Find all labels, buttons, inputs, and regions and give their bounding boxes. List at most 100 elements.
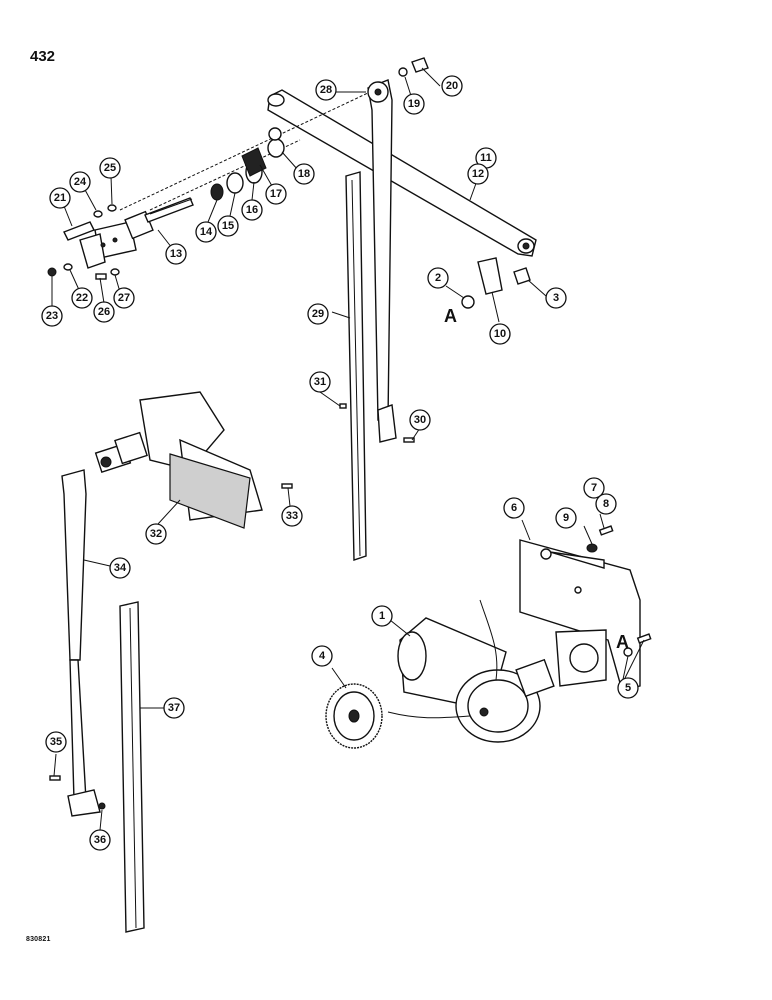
callout-circle xyxy=(293,163,315,185)
callout-26: 26 xyxy=(93,301,115,323)
callout-circle xyxy=(45,731,67,753)
nut-36-part xyxy=(98,802,106,810)
callout-circle xyxy=(281,505,303,527)
callout-number: 30 xyxy=(414,414,426,426)
callout-circle xyxy=(403,93,425,115)
ref-letter-a-bottom: A xyxy=(616,632,629,652)
callout-number: 14 xyxy=(200,226,213,238)
callout-number: 3 xyxy=(553,292,559,304)
callout-number: 25 xyxy=(104,162,116,174)
callout-circle xyxy=(555,507,577,529)
callout-circle xyxy=(165,243,187,265)
callout-circle xyxy=(145,523,167,545)
cap-18-top-part xyxy=(268,127,282,141)
callout-circle xyxy=(93,301,115,323)
callout-circle xyxy=(427,267,449,289)
washer-15-part xyxy=(226,172,244,194)
callout-12: 12 xyxy=(467,163,489,185)
callout-number: 9 xyxy=(563,512,569,524)
callout-20: 20 xyxy=(441,75,463,97)
callout-circle xyxy=(595,493,617,515)
callout-circle xyxy=(617,677,639,699)
callout-32: 32 xyxy=(145,523,167,545)
callout-circle xyxy=(41,305,63,327)
callout-23: 23 xyxy=(41,305,63,327)
callout-circle xyxy=(69,171,91,193)
callout-number: 11 xyxy=(480,152,492,164)
callout-circle xyxy=(409,409,431,431)
seal-14-part xyxy=(210,183,224,201)
callout-29: 29 xyxy=(307,303,329,325)
callout-number: 4 xyxy=(319,650,326,662)
callout-24: 24 xyxy=(69,171,91,193)
callout-4: 4 xyxy=(311,645,333,667)
callout-number: 2 xyxy=(435,272,441,284)
connecting-link-part xyxy=(267,89,537,257)
callout-circle xyxy=(71,287,93,309)
callout-circle xyxy=(99,157,121,179)
callout-6: 6 xyxy=(503,497,525,519)
callout-10: 10 xyxy=(489,323,511,345)
callout-30: 30 xyxy=(409,409,431,431)
callout-circle xyxy=(583,477,605,499)
wiper-arm-34-part xyxy=(61,469,101,817)
callout-9: 9 xyxy=(555,507,577,529)
callout-number: 6 xyxy=(511,502,517,514)
callout-3: 3 xyxy=(545,287,567,309)
callout-circle xyxy=(307,303,329,325)
callout-circle xyxy=(371,605,393,627)
callout-number: 5 xyxy=(625,682,631,694)
callout-number: 18 xyxy=(298,168,310,180)
callout-circle xyxy=(311,645,333,667)
washer-22-part xyxy=(63,263,73,271)
callout-number: 10 xyxy=(494,328,506,340)
wiper-blade-37-part xyxy=(119,601,145,933)
callout-circle xyxy=(241,199,263,221)
spacer-2-part xyxy=(461,295,475,309)
callout-number: 31 xyxy=(314,376,326,388)
callout-7: 7 xyxy=(583,477,605,499)
callout-circle xyxy=(315,79,337,101)
callout-22: 22 xyxy=(71,287,93,309)
callout-number: 23 xyxy=(46,310,58,322)
callout-circle xyxy=(113,287,135,309)
wiper-motor-32-part xyxy=(94,391,263,529)
figure-code: 830821 xyxy=(26,936,51,943)
callout-number: 21 xyxy=(54,192,66,204)
bushing-17-part xyxy=(241,147,267,177)
screw-35-part xyxy=(49,775,61,781)
callout-circle xyxy=(545,287,567,309)
nut-3-part xyxy=(513,267,531,285)
callout-circle xyxy=(489,323,511,345)
callout-number: 29 xyxy=(312,308,324,320)
screw-31-part xyxy=(339,403,347,409)
callout-27: 27 xyxy=(113,287,135,309)
callout-circle xyxy=(265,183,287,205)
callout-14: 14 xyxy=(195,221,217,243)
washer-9-part xyxy=(586,543,598,553)
callout-36: 36 xyxy=(89,829,111,851)
callout-17: 17 xyxy=(265,183,287,205)
callout-circle xyxy=(163,697,185,719)
callout-number: 19 xyxy=(408,98,420,110)
nut-23-part xyxy=(47,267,57,277)
washer-19-part xyxy=(398,67,408,77)
screw-30-part xyxy=(403,437,415,443)
ref-letter-a-top: A xyxy=(444,306,457,326)
callout-number: 1 xyxy=(379,610,385,622)
callout-15: 15 xyxy=(217,215,239,237)
washer-25-part xyxy=(107,204,117,212)
callout-34: 34 xyxy=(109,557,131,579)
callout-28: 28 xyxy=(315,79,337,101)
callout-16: 16 xyxy=(241,199,263,221)
callout-circle xyxy=(503,497,525,519)
callout-number: 22 xyxy=(76,292,88,304)
callout-number: 13 xyxy=(170,248,182,260)
nut-20-part xyxy=(411,57,429,73)
callout-circle xyxy=(89,829,111,851)
callout-circle xyxy=(467,163,489,185)
washer-27-part xyxy=(110,268,120,276)
callout-number: 33 xyxy=(286,510,298,522)
callout-circle xyxy=(217,215,239,237)
cap-18-part xyxy=(267,138,285,158)
